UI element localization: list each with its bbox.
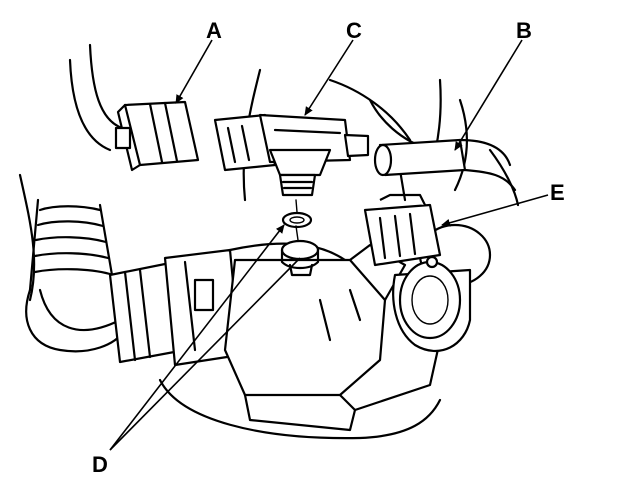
leader-a — [175, 39, 213, 104]
callout-c: C — [346, 18, 362, 43]
leader-b — [454, 39, 523, 151]
callout-labels: A C B E D — [92, 18, 565, 477]
corrugated-hose — [25, 198, 127, 353]
callout-a: A — [206, 18, 222, 43]
callout-d: D — [92, 452, 108, 477]
sensor-c — [213, 113, 370, 197]
callout-e: E — [550, 180, 565, 205]
leader-c — [304, 39, 354, 116]
leader-d-2 — [109, 257, 301, 451]
round-fitting — [392, 223, 492, 353]
connector-a — [114, 100, 200, 172]
connector-e — [363, 168, 442, 267]
leader-lines — [109, 39, 549, 451]
leader-e — [441, 194, 549, 227]
intake-pipe — [108, 242, 347, 367]
leader-d-1 — [109, 224, 285, 451]
callout-b: B — [516, 18, 532, 43]
hose-b — [373, 138, 517, 192]
